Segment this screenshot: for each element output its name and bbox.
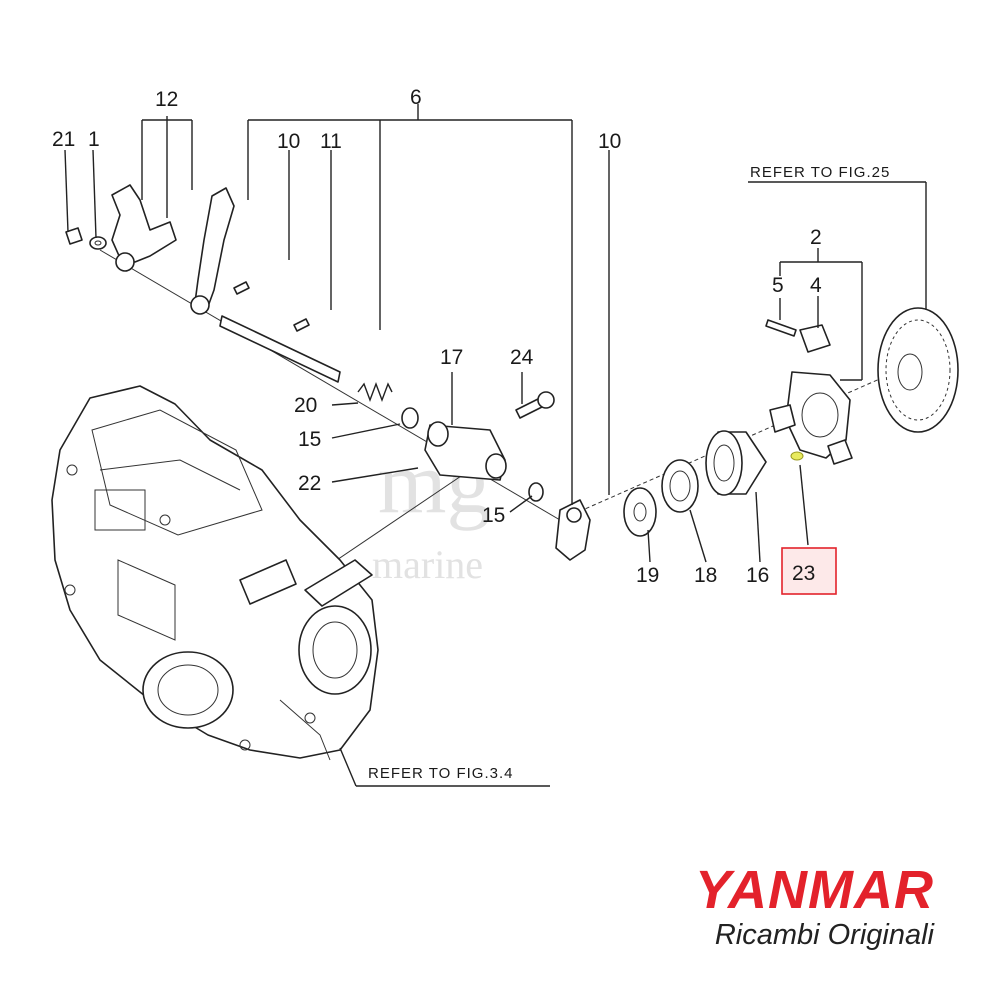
part-4-block bbox=[799, 324, 831, 353]
callout-22: 22 bbox=[298, 472, 321, 495]
callout-15-upper: 15 bbox=[298, 428, 321, 451]
part-24-bolt bbox=[515, 391, 555, 419]
brand-block: YANMAR Ricambi Originali bbox=[695, 862, 934, 952]
callout-20: 20 bbox=[294, 394, 317, 417]
callout-6: 6 bbox=[410, 86, 422, 109]
brand-subtitle: Ricambi Originali bbox=[714, 919, 934, 951]
part-12-lever bbox=[111, 184, 177, 272]
part-20-spring bbox=[357, 382, 393, 402]
callout-4: 4 bbox=[810, 274, 822, 297]
brand-logo: YANMAR bbox=[695, 860, 934, 920]
pins-10-11 bbox=[233, 281, 310, 332]
part-1-washer bbox=[89, 236, 107, 250]
callout-5: 5 bbox=[772, 274, 784, 297]
callout-10-right: 10 bbox=[598, 130, 621, 153]
callout-21: 21 bbox=[52, 128, 75, 151]
part-15-collar-a bbox=[401, 407, 419, 429]
part-23-highlighted bbox=[790, 451, 804, 461]
callout-24: 24 bbox=[510, 346, 534, 369]
callout-15-lower: 15 bbox=[482, 504, 505, 527]
part-16-bushing bbox=[705, 430, 767, 496]
reference-labels: REFER TO FIG.25 REFER TO FIG.3.4 bbox=[368, 164, 890, 782]
callout-11: 11 bbox=[320, 130, 342, 153]
timing-gear bbox=[877, 307, 959, 433]
callout-18: 18 bbox=[694, 564, 717, 587]
callout-1: 1 bbox=[88, 128, 100, 151]
refer-fig-3-4: REFER TO FIG.3.4 bbox=[368, 765, 513, 782]
watermark-subtext: marine bbox=[372, 542, 483, 587]
part-10-arm bbox=[555, 499, 591, 561]
part-17-bracket bbox=[424, 421, 507, 481]
callout-17: 17 bbox=[440, 346, 463, 369]
part-19-washer bbox=[623, 487, 657, 537]
part-15-collar-b bbox=[528, 482, 544, 502]
part-5-pin bbox=[765, 319, 797, 337]
shift-shaft bbox=[219, 315, 341, 383]
callout-2: 2 bbox=[810, 226, 822, 249]
gear-case-housing bbox=[51, 385, 379, 761]
callout-labels: 12 6 21 1 10 11 10 17 24 20 15 22 15 19 … bbox=[52, 86, 822, 587]
part-6-fork-lever bbox=[190, 187, 235, 315]
part-18-bearing bbox=[661, 459, 699, 513]
refer-fig-25: REFER TO FIG.25 bbox=[750, 164, 890, 181]
callout-23: 23 bbox=[792, 562, 815, 585]
callout-23-highlight[interactable]: 23 bbox=[781, 547, 837, 595]
highlight-box bbox=[781, 547, 837, 595]
callout-16: 16 bbox=[746, 564, 769, 587]
leader-lines bbox=[64, 104, 927, 787]
callout-12: 12 bbox=[155, 88, 178, 111]
part-21-clip bbox=[65, 227, 83, 245]
callout-19: 19 bbox=[636, 564, 659, 587]
part-2-assembly bbox=[769, 371, 853, 465]
callout-10-left: 10 bbox=[277, 130, 300, 153]
